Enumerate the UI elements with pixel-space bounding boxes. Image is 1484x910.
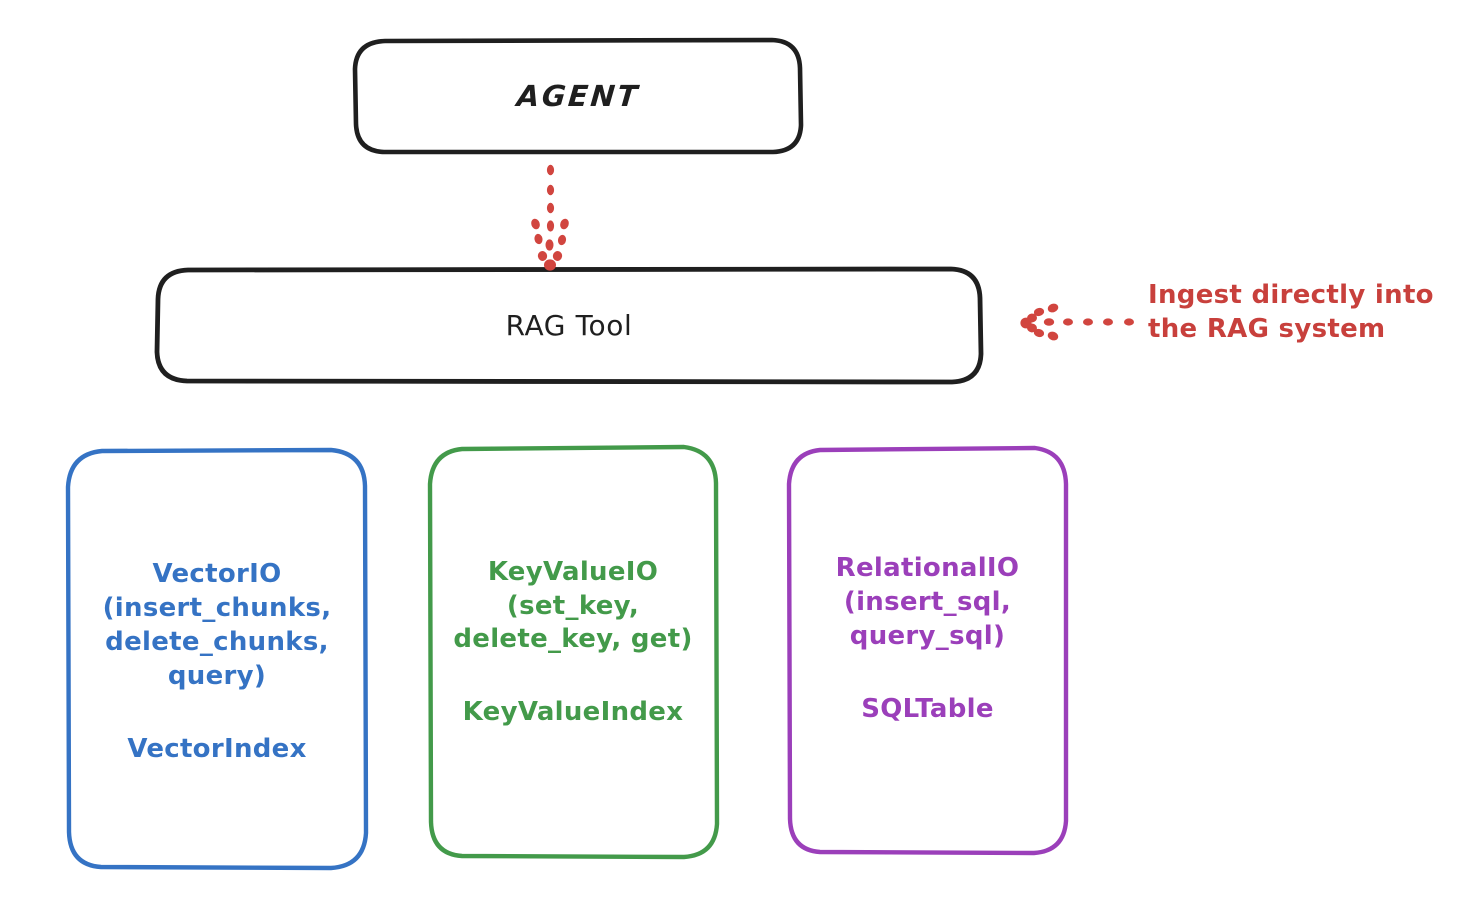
rag-tool-box-outline [154,266,984,385]
annotation-ingest-label: Ingest directly into the RAG system [1148,280,1434,345]
key-value-io-content: KeyValueIO (set_key, delete_key, get) Ke… [453,556,692,727]
relational-io-label: RelationalIO (insert_sql, query_sql) [835,553,1020,651]
key-value-io-box-outline [427,444,720,860]
relational-io-content: RelationalIO (insert_sql, query_sql) SQL… [836,552,1020,723]
node-rag-tool[interactable]: RAG Tool [157,269,981,382]
node-rag-tool-label: RAG Tool [505,308,633,342]
relational-io-index: SQLTable [861,693,994,724]
node-key-value-io[interactable]: KeyValueIO (set_key, delete_key, get) Ke… [430,447,716,858]
agent-box-outline [352,37,804,155]
relational-io-box-outline [786,445,1069,856]
node-relational-io[interactable]: RelationalIO (insert_sql, query_sql) SQL… [789,448,1066,854]
dotted-arrow-left-icon [1020,303,1134,341]
vector-io-index: VectorIndex [127,733,307,764]
node-vector-io[interactable]: VectorIO (insert_chunks, delete_chunks, … [68,449,366,869]
vector-io-content: VectorIO (insert_chunks, delete_chunks, … [103,558,332,763]
key-value-io-label: KeyValueIO (set_key, delete_key, get) [453,556,693,655]
vector-io-box-outline [65,447,369,871]
vector-io-label: VectorIO (insert_chunks, delete_chunks, … [102,559,332,691]
node-agent[interactable]: AGENT [355,40,801,153]
dotted-arrow-down-icon [531,164,569,271]
node-agent-label: AGENT [515,79,641,114]
key-value-io-index: KeyValueIndex [462,697,684,728]
